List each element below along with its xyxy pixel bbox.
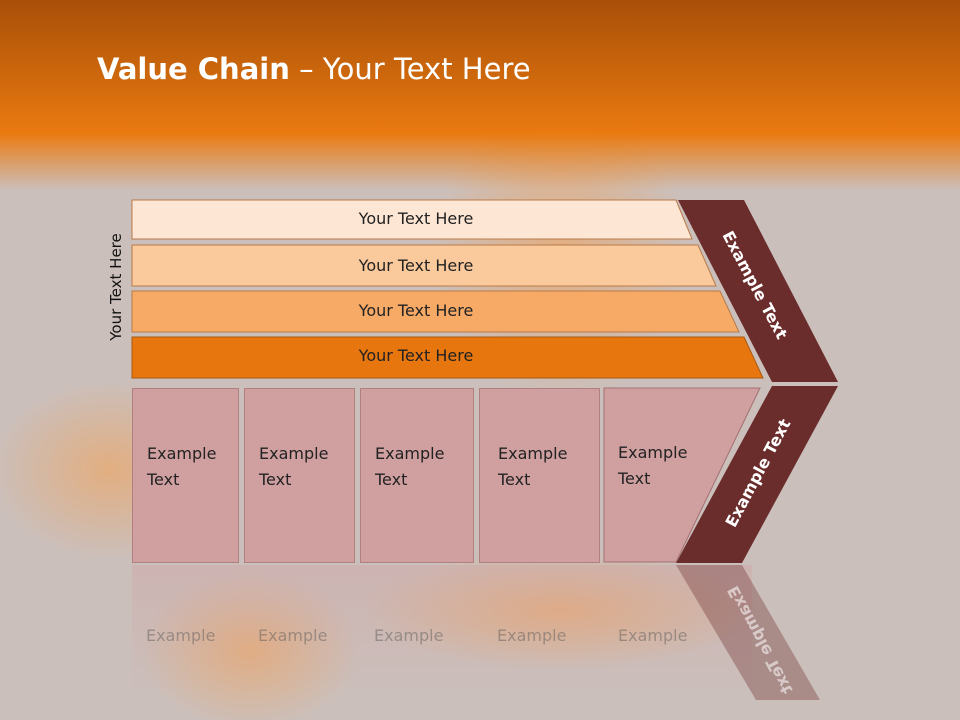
column-4-line1: Example: [498, 444, 568, 463]
chevron-bottom: [676, 386, 838, 563]
column-1-line1: Example: [147, 444, 217, 463]
row-label-4: Your Text Here: [358, 346, 474, 365]
row-shape-4: [131, 336, 764, 379]
row-label-3: Your Text Here: [358, 301, 474, 320]
page-title: Value Chain – Your Text Here: [97, 52, 531, 86]
column-4-line2: Text: [498, 470, 531, 489]
column-3: Example Text: [360, 388, 474, 563]
title-bold: Value Chain: [97, 52, 290, 86]
column-shape-5: [603, 387, 761, 563]
chevron-top: [678, 200, 838, 382]
row-label-1: Your Text Here: [358, 209, 474, 228]
row-shape-1: [131, 199, 693, 240]
column-1: Example Text: [132, 388, 239, 563]
column-5-line2: Text: [618, 469, 651, 488]
column-1-line2: Text: [147, 470, 180, 489]
column-2-line2: Text: [259, 470, 292, 489]
row-shape-2: [131, 244, 717, 287]
chevron-reflection: [676, 565, 820, 700]
column-5: Example Text: [604, 388, 714, 563]
row-shape-3: [131, 290, 740, 333]
column-2: Example Text: [244, 388, 355, 563]
column-2-line1: Example: [259, 444, 329, 463]
title-rest: – Your Text Here: [289, 52, 531, 86]
reflection-fade: [132, 565, 752, 695]
column-4: Example Text: [479, 388, 600, 563]
row-label-2: Your Text Here: [358, 256, 474, 275]
column-5-line1: Example: [618, 443, 688, 462]
column-3-line2: Text: [375, 470, 408, 489]
column-3-line1: Example: [375, 444, 445, 463]
